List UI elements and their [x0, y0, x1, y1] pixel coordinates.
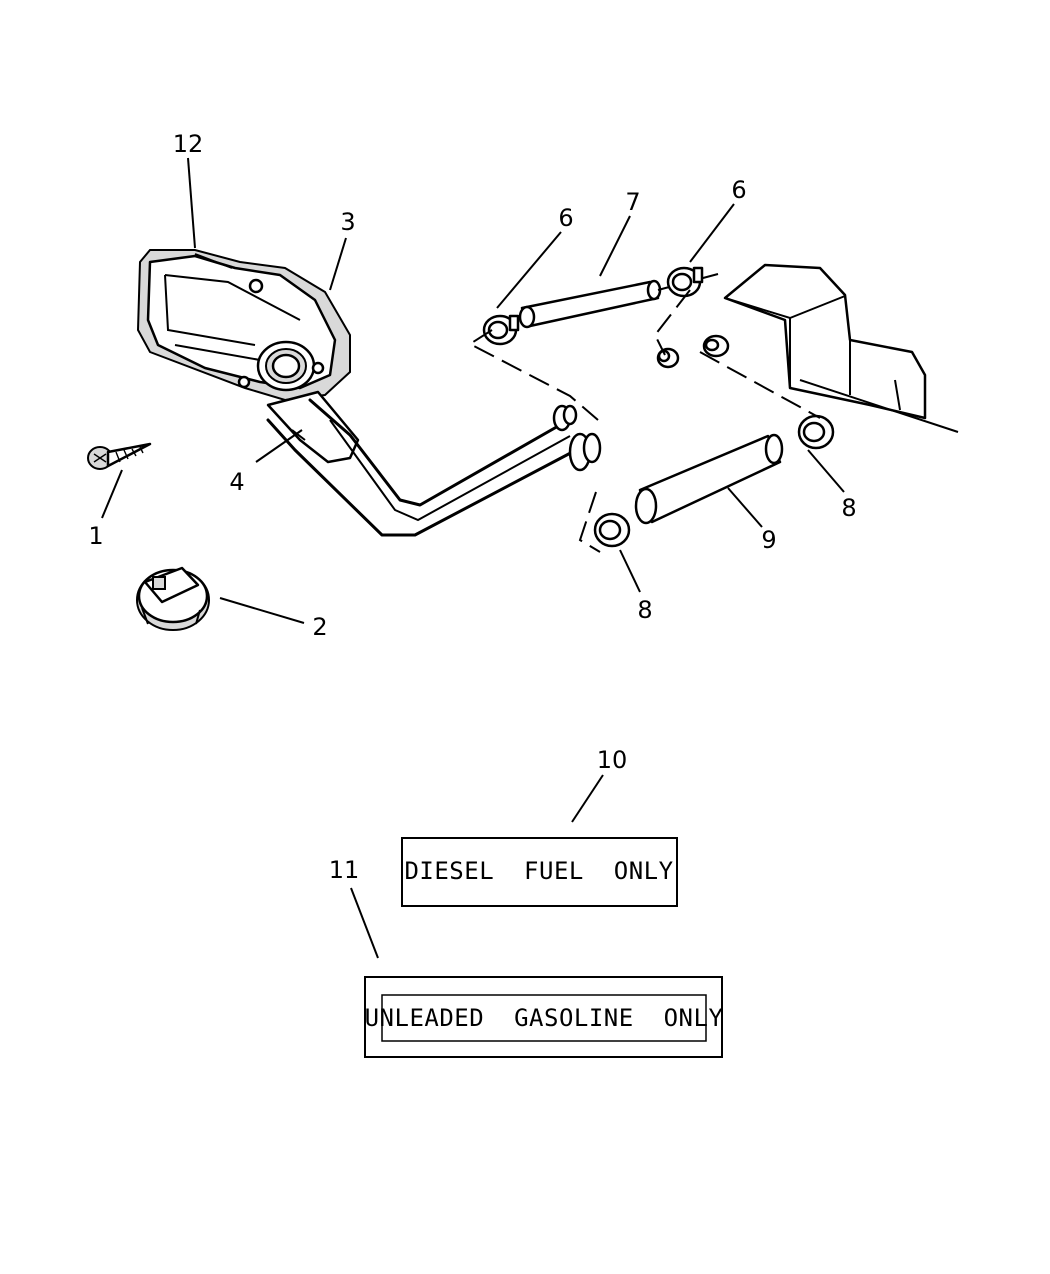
fuel-tank-drawing: [723, 263, 959, 433]
callout-8b: 8: [841, 494, 856, 522]
unleaded-label-text: UNLEADED GASOLINE ONLY: [365, 1004, 724, 1032]
callout-numbers: 1 2 3 4 6 7 6 8 8 9 10 11 12: [88, 130, 856, 884]
callout-4: 4: [229, 468, 244, 496]
callout-11: 11: [329, 856, 360, 884]
fuel-cap-drawing: [136, 566, 210, 631]
screw-drawing: [87, 442, 152, 470]
callout-10: 10: [597, 746, 628, 774]
hose-9-drawing: [593, 414, 835, 548]
callout-7: 7: [625, 188, 640, 216]
filler-tube-drawing: [266, 390, 602, 537]
diesel-label-text: DIESEL FUEL ONLY: [404, 857, 673, 885]
callout-1: 1: [88, 522, 103, 550]
filler-housing-drawing: [136, 249, 351, 402]
callout-2: 2: [312, 613, 327, 641]
callout-12: 12: [173, 130, 204, 158]
diesel-fuel-label: DIESEL FUEL ONLY: [401, 837, 678, 907]
callout-8a: 8: [637, 596, 652, 624]
leader-lines: [101, 157, 845, 959]
assembly-dashed-lines: [468, 289, 821, 553]
hose-7-drawing: [482, 266, 719, 346]
callout-3: 3: [340, 208, 355, 236]
callout-6a: 6: [558, 204, 573, 232]
callout-6b: 6: [731, 176, 746, 204]
callout-9: 9: [761, 526, 776, 554]
tank-nipples-drawing: [656, 334, 730, 369]
unleaded-gasoline-label: UNLEADED GASOLINE ONLY: [364, 976, 724, 1058]
